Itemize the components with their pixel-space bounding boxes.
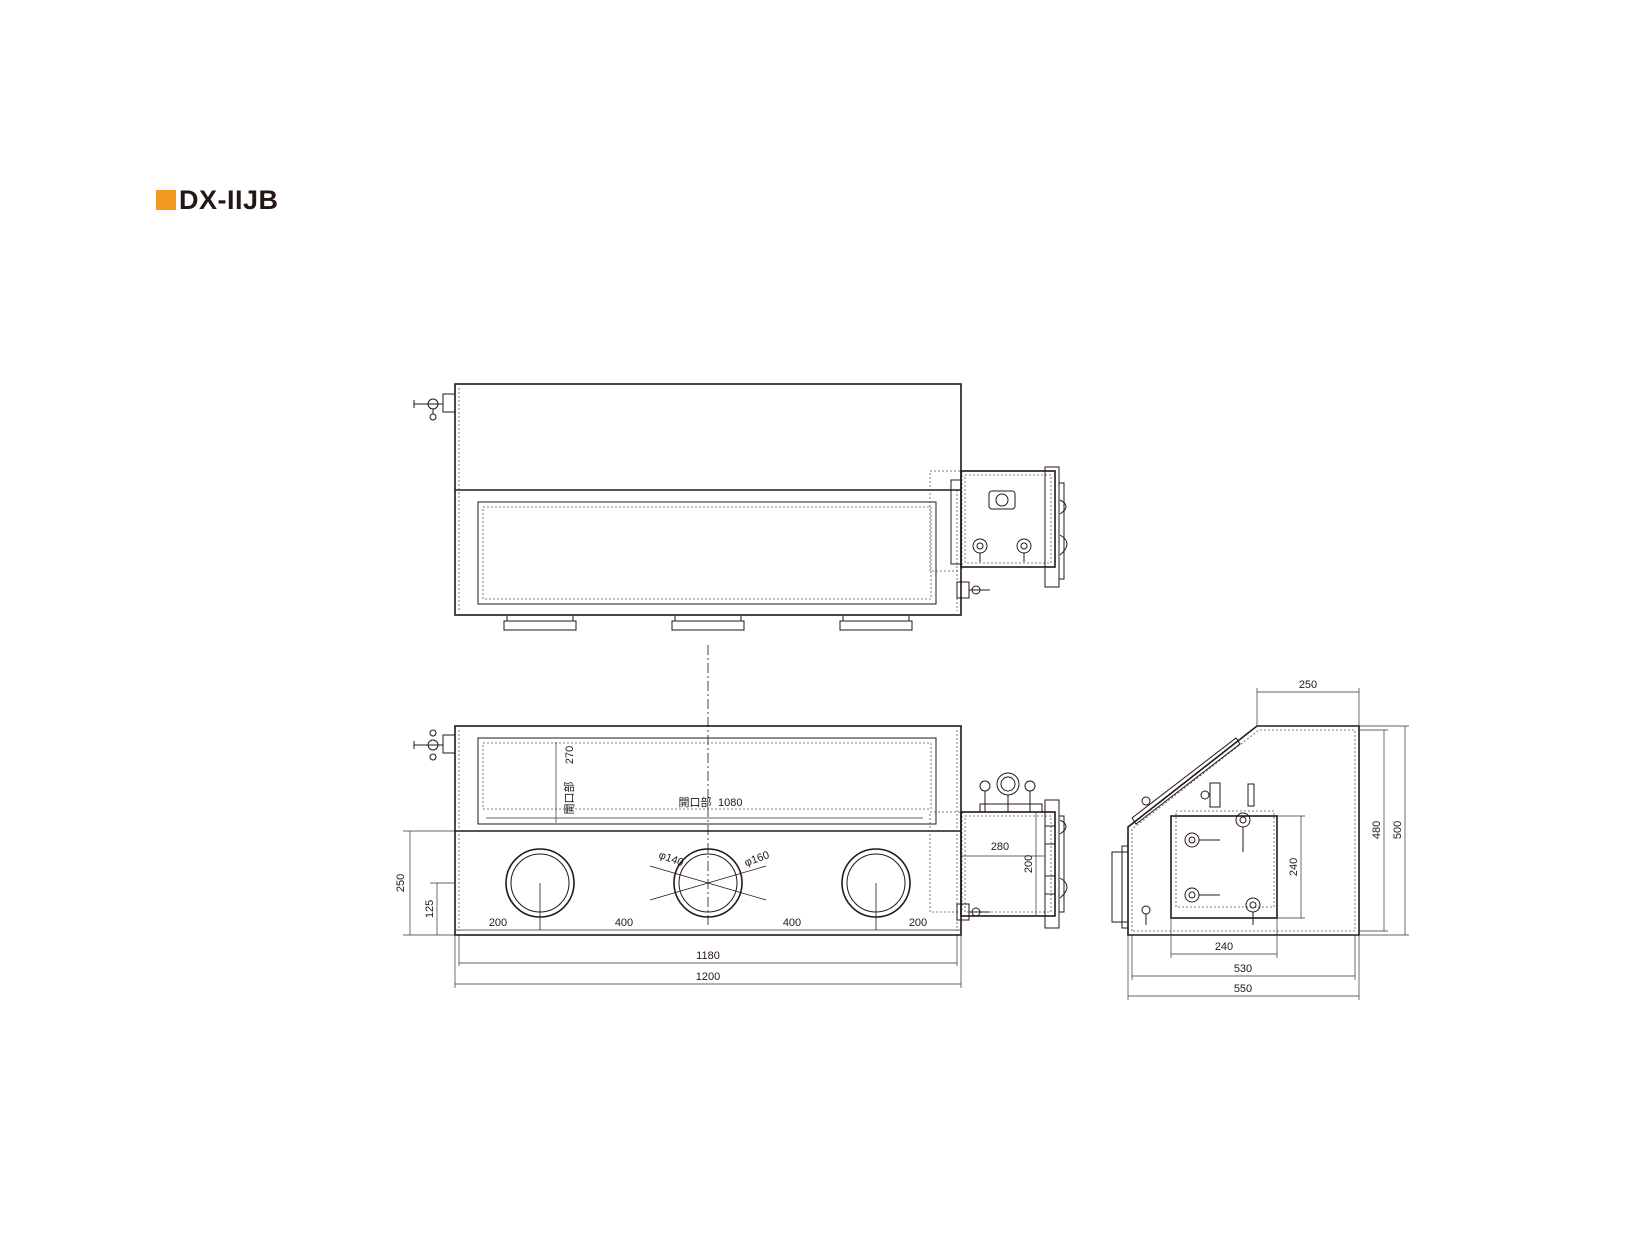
top-view-antechamber (929, 466, 1068, 599)
valve-icon (1016, 538, 1032, 554)
side-door (1170, 815, 1278, 919)
glove-port-center (673, 848, 743, 918)
front-left-valve (413, 729, 456, 761)
front-view-dimensions (403, 742, 1045, 988)
top-left-valve (413, 393, 456, 421)
valve-icon (1024, 780, 1036, 792)
dim-door-width: 240 (1215, 941, 1233, 953)
dim-spacing-left: 200 (489, 917, 507, 929)
dim-opening-width: 1080 (718, 797, 742, 809)
valve-icon (972, 538, 988, 554)
dim-antechamber-height: 200 (1023, 855, 1035, 873)
dim-opening-height: 270 (564, 746, 576, 764)
front-view (413, 725, 1068, 936)
dim-port-inner-diameter: φ140 (657, 849, 685, 869)
dim-door-height: 240 (1288, 858, 1300, 876)
dim-antechamber-depth: 280 (991, 841, 1009, 853)
opening-label: 開口部 (679, 795, 712, 809)
dim-depth-inner: 530 (1234, 963, 1252, 975)
valve-icon (979, 780, 991, 792)
dim-top-depth: 250 (1299, 679, 1317, 691)
dim-125: 125 (424, 900, 436, 918)
side-view-dimensions (1127, 688, 1409, 1000)
opening-label-vertical: 開口部 (562, 782, 576, 815)
front-view-window (477, 737, 937, 825)
dim-height-overall: 500 (1392, 821, 1404, 839)
dim-overall-width: 1200 (696, 971, 720, 983)
side-valves (1141, 790, 1261, 925)
front-view-antechamber (929, 772, 1068, 929)
dim-height-inner: 480 (1371, 821, 1383, 839)
dim-depth-overall: 550 (1234, 983, 1252, 995)
glove-port-flanges (503, 614, 913, 631)
side-view (1111, 725, 1360, 936)
dim-250: 250 (395, 874, 407, 892)
side-view-window-frame (1131, 737, 1241, 825)
dim-spacing-mid1: 400 (615, 917, 633, 929)
top-view-body (454, 383, 962, 616)
glove-ports (505, 848, 911, 930)
dim-spacing-mid2: 400 (783, 917, 801, 929)
top-view (413, 383, 1068, 631)
dim-port-outer-diameter: φ160 (743, 849, 771, 869)
side-view-body (1127, 725, 1360, 936)
page-title: DX-IIJB (156, 184, 279, 215)
pressure-gauge-icon (996, 772, 1020, 796)
pressure-gauge-icon (988, 490, 1016, 510)
model-name: DX-IIJB (179, 184, 279, 215)
title-accent-square (156, 190, 176, 210)
dim-spacing-right: 200 (909, 917, 927, 929)
dim-inner-width: 1180 (696, 950, 720, 962)
top-view-window (477, 501, 937, 605)
